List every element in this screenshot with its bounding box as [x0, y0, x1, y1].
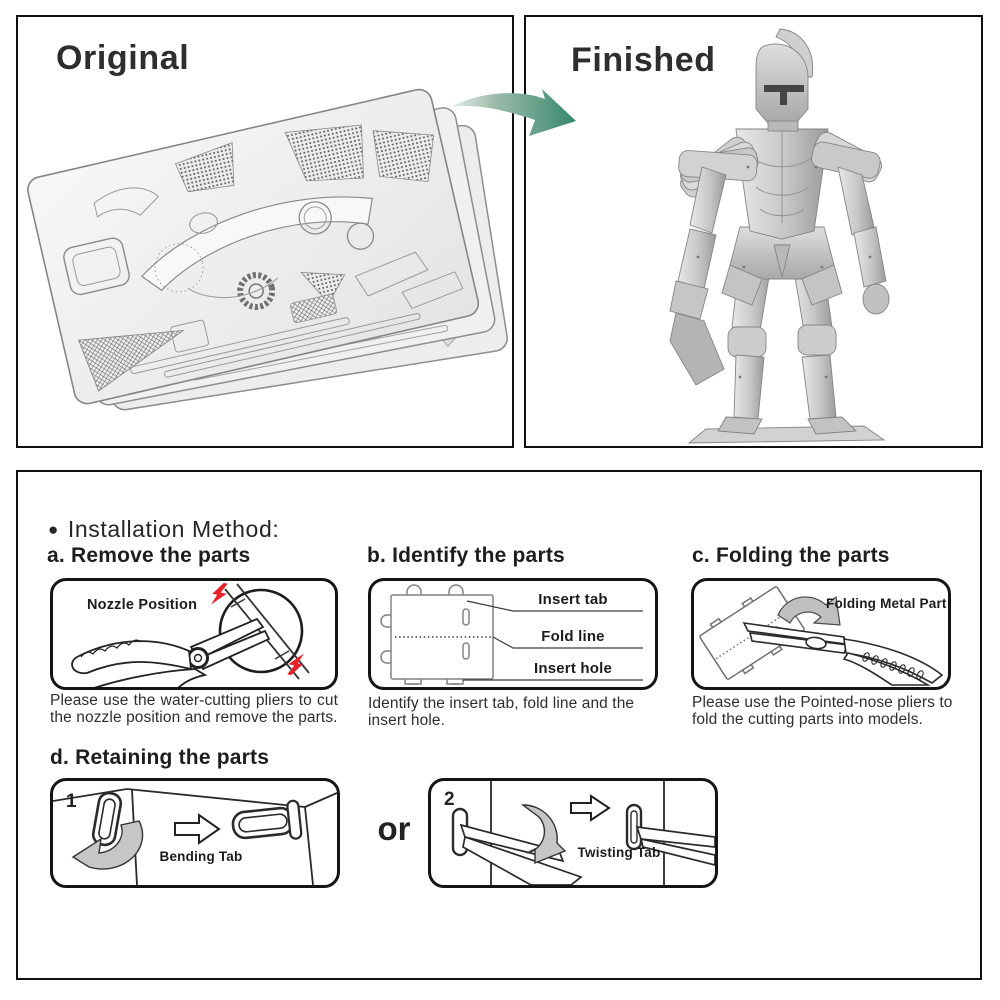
nozzle-position-box: Nozzle Position — [50, 578, 338, 690]
direction-arrow-icon — [174, 813, 221, 845]
insert-hole-label: Insert hole — [533, 660, 613, 677]
section-a-caption: Please use the water-cutting pliers to c… — [50, 692, 338, 726]
bend-arrow-icon — [71, 820, 144, 870]
finished-title: Finished — [571, 41, 716, 79]
metal-sheets-illustration — [27, 88, 508, 411]
folding-pliers-illustration — [699, 586, 944, 686]
folding-parts-box: Folding Metal Part — [691, 578, 951, 690]
panel-finished: Finished — [524, 15, 983, 448]
knight-model-illustration — [669, 28, 890, 444]
pliers-cutting-illustration — [71, 582, 310, 687]
panel-original: Original — [16, 15, 514, 448]
transition-arrow-icon — [448, 86, 584, 146]
bending-tab-label: Bending Tab — [159, 849, 243, 864]
panel-instructions: ● Installation Method: a. Remove the part… — [16, 470, 982, 980]
or-label: or — [377, 810, 411, 847]
section-d-title: d. Retaining the parts — [50, 746, 270, 769]
installation-method-title: Installation Method: — [67, 516, 280, 542]
bullet-icon: ● — [48, 520, 59, 539]
step-1-number: 1 — [66, 791, 77, 812]
twisting-tab-illustration — [451, 781, 715, 885]
section-b-caption: Identify the insert tab, fold line and t… — [368, 695, 635, 729]
section-c-caption: Please use the Pointed-nose pliers to fo… — [692, 694, 953, 728]
section-c-title: c. Folding the parts — [692, 544, 890, 567]
direction-arrow-icon — [570, 794, 611, 822]
insert-tab-label: Insert tab — [538, 591, 608, 608]
original-title: Original — [56, 39, 190, 77]
twisting-tab-label: Twisting Tab — [577, 845, 661, 860]
nozzle-position-label: Nozzle Position — [87, 597, 198, 613]
lightning-icon — [210, 582, 305, 676]
fold-arrow-icon — [777, 595, 841, 626]
folding-metal-part-label: Folding Metal Part — [826, 596, 947, 611]
installation-method-header: ● Installation Method: — [48, 516, 279, 543]
twisting-tab-box: 2 Twisting Tab — [428, 778, 718, 888]
part-diagram-illustration — [380, 584, 643, 685]
bending-tab-box: 1 Bending Tab — [50, 778, 340, 888]
fold-line-label: Fold line — [541, 628, 605, 645]
identify-parts-box: Insert tab Fold line Insert hole — [368, 578, 658, 690]
section-a-title: a. Remove the parts — [47, 544, 251, 567]
section-b-title: b. Identify the parts — [367, 544, 565, 567]
twist-arrow-icon — [520, 804, 567, 865]
step-2-number: 2 — [444, 789, 455, 810]
bending-tab-illustration — [53, 788, 337, 885]
